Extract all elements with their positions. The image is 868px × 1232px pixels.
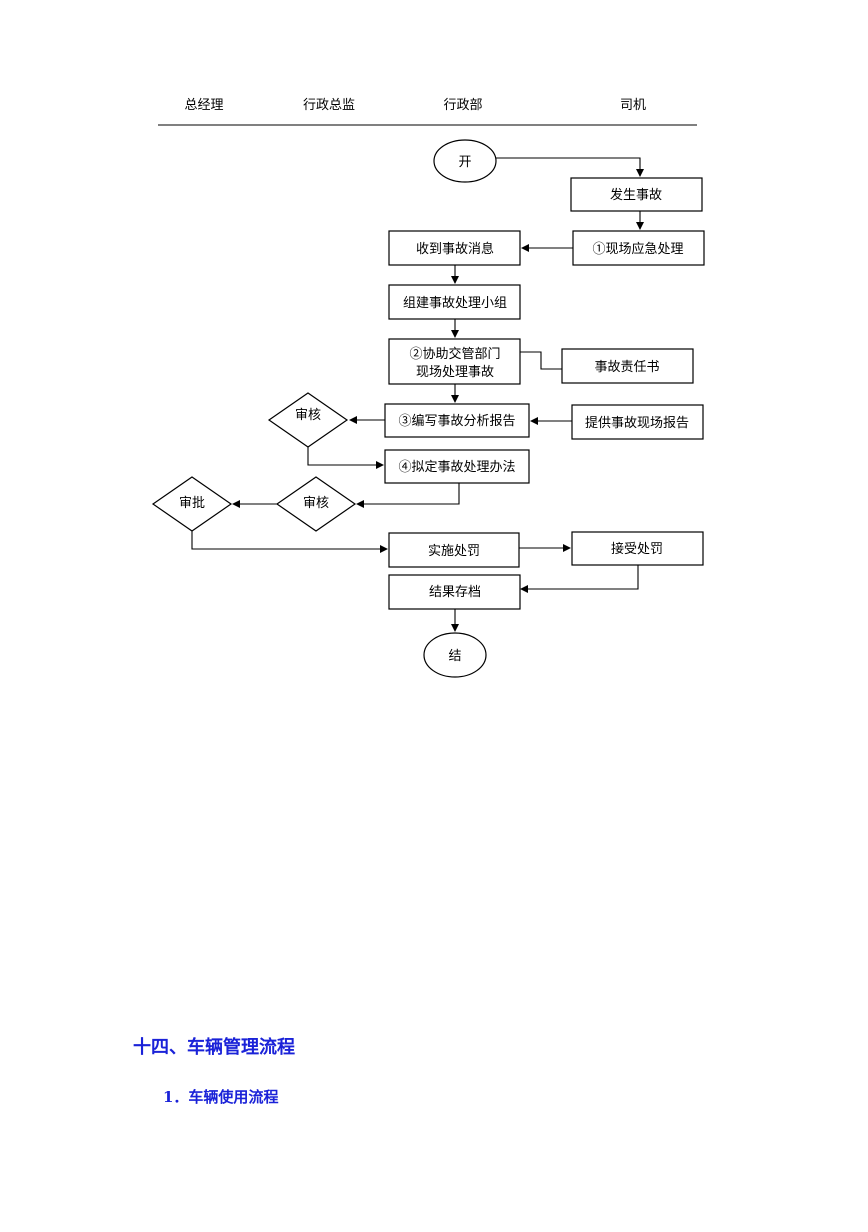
plan-label: ④拟定事故处理办法 <box>398 460 515 475</box>
report-label: ③编写事故分析报告 <box>398 414 515 429</box>
scene-report-label: 提供事故现场报告 <box>585 415 689 431</box>
liability-label: 事故责任书 <box>594 360 659 375</box>
lane-header-general-manager: 总经理 <box>184 98 223 113</box>
report-box <box>384 403 530 438</box>
liability-box <box>561 348 694 384</box>
connector-plan-review2 <box>356 483 460 508</box>
connector-review1-plan <box>307 447 384 469</box>
approve-label: 审批 <box>179 496 205 511</box>
lane-header-driver: 司机 <box>620 98 646 113</box>
assist-label-line2: 现场处理事故 <box>416 365 494 380</box>
lane-header-admin-dept: 行政部 <box>443 98 482 113</box>
receive-box <box>388 230 521 266</box>
review2-diamond <box>275 476 357 532</box>
section-heading: 十四、车辆管理流程 <box>133 1037 295 1058</box>
connector-accept-archive <box>520 565 639 593</box>
connector-assist-liability <box>520 351 562 370</box>
team-box <box>388 284 521 320</box>
subsection-heading: 1．车辆使用流程 <box>163 1088 279 1106</box>
start-node <box>433 139 497 183</box>
lane-header-admin-director: 行政总监 <box>303 98 355 113</box>
team-label: 组建事故处理小组 <box>403 296 507 311</box>
assist-label-line1: ②协助交管部门 <box>409 346 500 362</box>
review2-label: 审核 <box>303 496 329 511</box>
review1-label: 审核 <box>295 408 321 423</box>
end-node <box>423 632 487 678</box>
plan-box <box>384 449 530 484</box>
accept-label: 接受处罚 <box>611 541 663 557</box>
accident-box <box>570 177 703 212</box>
accident-label: 发生事故 <box>610 187 662 203</box>
assist-box <box>388 338 521 385</box>
archive-label: 结果存档 <box>429 585 481 600</box>
emergency-label: ①现场应急处理 <box>592 241 683 257</box>
implement-label: 实施处罚 <box>428 544 480 559</box>
implement-box <box>388 532 520 568</box>
scene-report-box <box>571 404 704 440</box>
connector-approve-implement <box>191 531 388 553</box>
receive-label: 收到事故消息 <box>416 241 494 257</box>
start-label: 开 <box>458 155 471 170</box>
archive-box <box>388 574 521 610</box>
connector-start-accident <box>496 157 644 177</box>
end-label: 结 <box>448 649 461 664</box>
accept-box <box>571 531 704 566</box>
